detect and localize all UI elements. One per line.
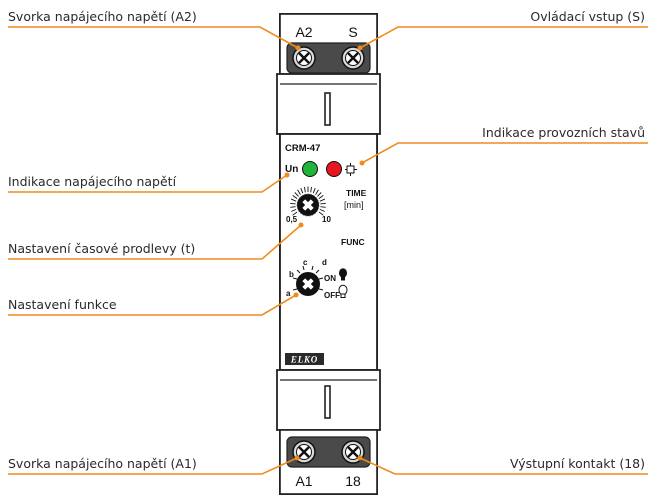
relay-housing — [276, 13, 381, 495]
elko-logo: ELKO — [285, 353, 324, 365]
relay-coil-icon — [345, 163, 357, 176]
bulb-on-icon — [339, 268, 347, 281]
callout-supply-indication: Indikace napájecího napětí — [8, 174, 177, 189]
time-label: TIME — [346, 188, 367, 198]
callout-output-contact: Výstupní kontakt (18) — [510, 456, 645, 471]
relay-led-icon — [326, 161, 342, 177]
leader-s — [359, 26, 648, 49]
callout-a1-terminal: Svorka napájecího napětí (A1) — [8, 456, 197, 471]
callout-function-setting: Nastavení funkce — [8, 297, 117, 312]
screw-18-icon[interactable] — [341, 440, 365, 464]
svg-text:ELKO: ELKO — [290, 355, 318, 365]
leader-a1 — [8, 457, 298, 475]
func-pos-d: d — [322, 258, 327, 267]
time-min-label: 0,5 — [286, 215, 298, 224]
leader-delay — [8, 224, 302, 260]
callout-status-indication: Indikace provozních stavů — [482, 125, 645, 140]
func-pos-a: a — [286, 289, 291, 298]
leader-a2 — [8, 26, 299, 49]
time-dial-ticks — [290, 186, 326, 216]
bulb-off-icon — [338, 284, 348, 298]
func-pos-b: b — [289, 270, 294, 279]
supply-led-icon — [302, 161, 318, 177]
time-delay-knob[interactable] — [296, 193, 320, 217]
time-max-label: 10 — [322, 215, 331, 224]
un-label: Un — [285, 164, 298, 175]
func-dial-ticks — [292, 265, 324, 291]
callout-delay-setting: Nastavení časové prodlevy (t) — [8, 241, 195, 256]
leader-function — [8, 294, 297, 316]
model-label: CRM-47 — [285, 143, 320, 154]
callout-s-input: Ovládací vstup (S) — [530, 9, 645, 24]
callout-a2-terminal: Svorka napájecího napětí (A2) — [8, 9, 197, 24]
terminal-label-s: S — [348, 24, 357, 40]
func-pos-c: c — [303, 258, 308, 267]
time-unit-label: [min] — [344, 200, 364, 210]
leader-supply — [8, 174, 288, 193]
screw-a2-icon[interactable] — [292, 46, 316, 70]
terminal-label-a2: A2 — [295, 24, 312, 40]
terminal-label-18: 18 — [345, 473, 361, 489]
leader-18 — [359, 457, 648, 475]
func-label: FUNC — [341, 237, 365, 247]
leader-lines — [8, 26, 648, 475]
func-pos-on: ON — [324, 274, 336, 283]
function-selector-knob[interactable] — [296, 272, 320, 296]
terminal-label-a1: A1 — [295, 473, 312, 489]
func-pos-off: OFF — [324, 291, 340, 300]
screw-s-icon[interactable] — [341, 46, 365, 70]
leader-status — [361, 142, 648, 164]
